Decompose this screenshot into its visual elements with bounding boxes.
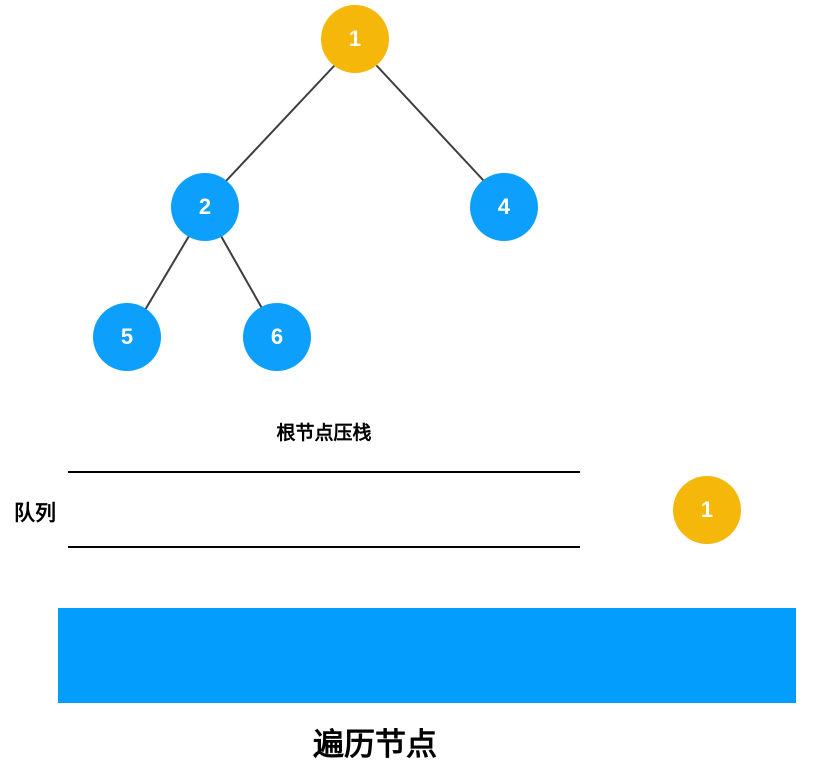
tree-edge-root-n2 [225,65,335,182]
bottom-caption: 遍历节点 [313,727,437,762]
tree-node-1[interactable]: 1 [321,5,389,73]
tree-node-6[interactable]: 6 [243,303,311,371]
node-label: 2 [198,194,212,219]
node-label: 5 [120,324,134,349]
tree-edges [144,65,485,311]
node-label: 6 [270,324,284,349]
tree-node-5[interactable]: 5 [93,303,161,371]
traversal-bar [58,608,796,703]
tree-edge-n2-n5 [144,235,190,311]
queue-node-1[interactable]: 1 [673,476,741,544]
node-label: 1 [348,26,362,51]
node-label: 1 [700,497,714,522]
queue-line-top [68,471,580,473]
queue-line-bottom [68,546,580,548]
queue-caption-push: 根节点压栈 [276,423,372,444]
node-label: 4 [497,194,511,219]
tree-node-4[interactable]: 4 [470,173,538,241]
tree-edge-root-n4 [376,65,485,182]
tree-node-2[interactable]: 2 [171,173,239,241]
queue-label: 队列 [14,502,56,525]
tree-edge-n2-n6 [220,235,264,311]
